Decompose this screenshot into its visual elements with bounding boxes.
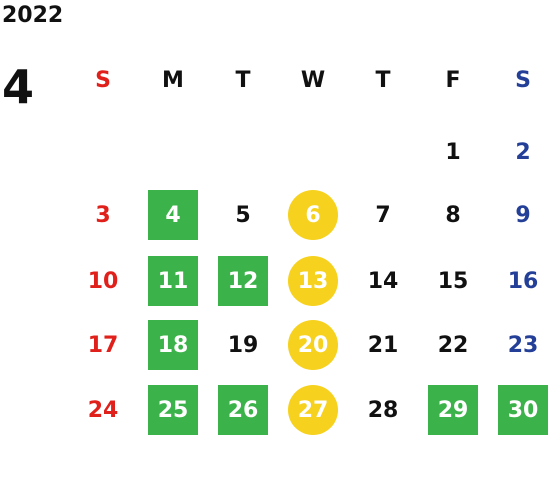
date-cell-13[interactable]: 13 <box>288 256 338 306</box>
weekday-header-thu: T <box>375 68 391 93</box>
date-cell-5[interactable]: 5 <box>235 202 251 228</box>
date-cell-26[interactable]: 26 <box>218 385 268 435</box>
date-cell-2[interactable]: 2 <box>515 139 531 165</box>
date-cell-20[interactable]: 20 <box>288 320 338 370</box>
date-cell-4[interactable]: 4 <box>148 190 198 240</box>
date-cell-11[interactable]: 11 <box>148 256 198 306</box>
date-cell-17[interactable]: 17 <box>87 332 119 358</box>
date-cell-27[interactable]: 27 <box>288 385 338 435</box>
date-cell-18[interactable]: 18 <box>148 320 198 370</box>
date-cell-12[interactable]: 12 <box>218 256 268 306</box>
date-cell-29[interactable]: 29 <box>428 385 478 435</box>
date-cell-14[interactable]: 14 <box>367 268 399 294</box>
date-cell-22[interactable]: 22 <box>437 332 469 358</box>
date-cell-30[interactable]: 30 <box>498 385 548 435</box>
date-cell-24[interactable]: 24 <box>87 397 119 423</box>
date-cell-23[interactable]: 23 <box>507 332 539 358</box>
date-cell-9[interactable]: 9 <box>515 202 531 228</box>
date-cell-10[interactable]: 10 <box>87 268 119 294</box>
date-cell-21[interactable]: 21 <box>367 332 399 358</box>
month-label: 4 <box>2 60 35 114</box>
weekday-header-sat: S <box>515 68 531 93</box>
date-cell-16[interactable]: 16 <box>507 268 539 294</box>
weekday-header-wed: W <box>300 68 326 93</box>
weekday-header-sun: S <box>95 68 111 93</box>
date-cell-15[interactable]: 15 <box>437 268 469 294</box>
date-cell-25[interactable]: 25 <box>148 385 198 435</box>
date-cell-28[interactable]: 28 <box>367 397 399 423</box>
date-cell-3[interactable]: 3 <box>95 202 111 228</box>
date-cell-6[interactable]: 6 <box>288 190 338 240</box>
date-cell-1[interactable]: 1 <box>445 139 461 165</box>
date-cell-7[interactable]: 7 <box>375 202 391 228</box>
year-label: 2022 <box>2 3 64 28</box>
weekday-header-fri: F <box>445 68 461 93</box>
date-cell-19[interactable]: 19 <box>227 332 259 358</box>
date-cell-8[interactable]: 8 <box>445 202 461 228</box>
weekday-header-tue: T <box>235 68 251 93</box>
weekday-header-mon: M <box>162 68 184 93</box>
